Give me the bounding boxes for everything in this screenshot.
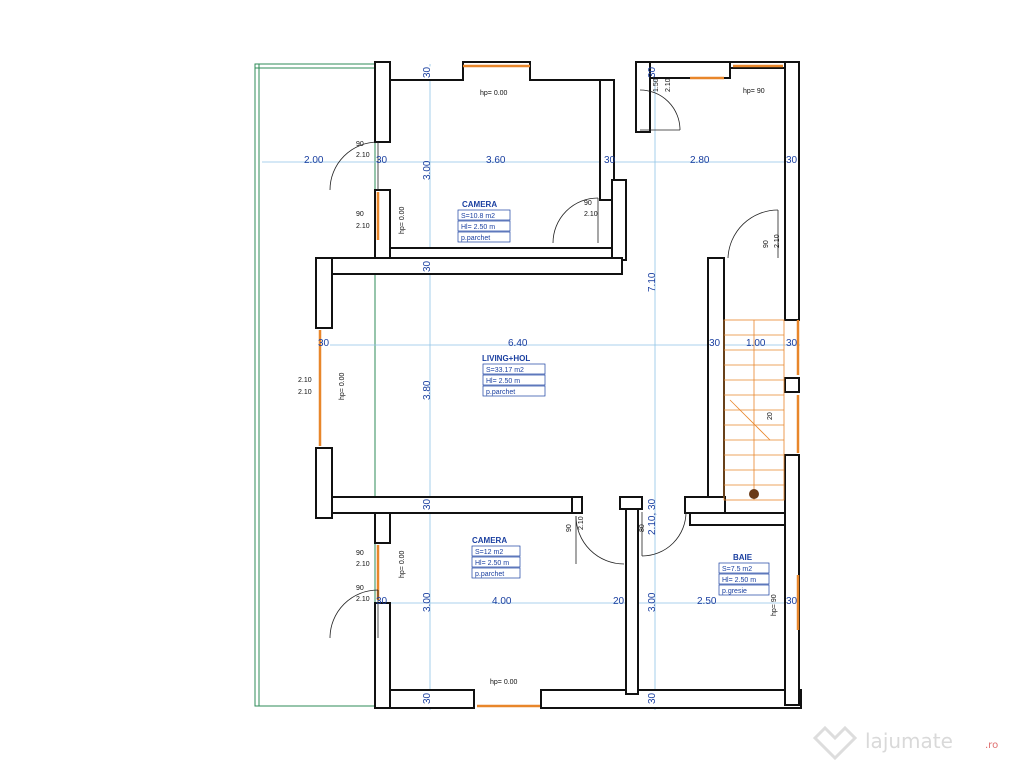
dim-label: 30 [422,66,433,78]
room-area: S=10.8 m2 [461,213,495,220]
room-height: Hl= 2.50 m [461,224,495,231]
dim-label: 6.40 [508,338,528,349]
dim-label: 20 [613,596,625,607]
dim-label: 4.00 [492,596,512,607]
windows [318,64,800,708]
stair-start-marker [749,489,759,499]
stair-width: 20 [767,412,774,420]
opening-height: 2.10 [356,152,370,159]
sill-height: hp= 0.00 [399,550,406,578]
opening-width: 90 [584,200,592,207]
opening-width: 90 [356,550,364,557]
opening-width: 90 [356,141,364,148]
opening-width: 80 [639,524,646,532]
opening-height: 2.10 [578,516,585,530]
dim-label: 3.80 [422,380,433,400]
opening-height: 2.10 [584,211,598,218]
sill-height: hp= 0.00 [339,372,346,400]
dimension-labels: 2.00 3.60 2.80 6.40 1.00 4.00 2.50 30 30… [304,66,798,704]
dim-label: 30 [786,155,798,166]
dim-label: 30 [422,260,433,272]
dim-label: 30 [647,66,658,78]
dim-label: 30 [647,692,658,704]
opening-width: 90 [356,585,364,592]
dim-label: 30 [786,338,798,349]
door-swings [329,89,779,639]
dim-label: 1.00 [746,338,766,349]
dim-label: 3.00 [422,160,433,180]
sill-height: hp= 0.00 [490,679,518,686]
dim-label: 30 [376,155,388,166]
room-area: S=12 m2 [475,549,503,556]
dim-label: 30 [422,692,433,704]
room-floor: p.parchet [475,571,504,578]
dim-label: 3.00 [422,592,433,612]
opening-height: 2.10 [298,389,312,396]
opening-height: 2.10 [356,596,370,603]
dim-label: 30 [786,596,798,607]
room-floor: p.gresie [722,588,747,595]
opening-height: 2.10 [298,377,312,384]
dim-label: 7.10 [647,272,658,292]
room-name: BAIE [733,553,753,562]
room-label-living: LIVING+HOL S=33.17 m2 Hl= 2.50 m p.parch… [482,354,546,397]
dim-label: 30 [604,155,616,166]
dim-label: 2.50 [697,596,717,607]
opening-height: 2.10 [774,234,781,248]
opening-height: 2.10 [356,561,370,568]
opening-width: 90 [763,240,770,248]
room-height: Hl= 2.50 m [475,560,509,567]
dim-label: 30 [422,498,433,510]
opening-height: 2.10 [665,78,672,92]
room-floor: p.parchet [461,235,490,242]
sill-height: hp= 0.00 [480,90,508,97]
room-floor: p.parchet [486,389,515,396]
dim-label: 2.10, 30 [647,498,658,535]
dim-label: 2.00 [304,155,324,166]
heart-icon [812,725,858,761]
room-label-bathroom: BAIE S=7.5 m2 Hl= 2.50 m p.gresie [718,553,770,596]
room-label-bedroom-2: CAMERA S=12 m2 Hl= 2.50 m p.parchet [471,536,521,579]
dim-label: 30 [709,338,721,349]
terrace-outline [254,63,376,707]
walls [315,61,802,709]
room-name: LIVING+HOL [482,354,530,363]
dim-label: 3.60 [486,155,506,166]
room-area: S=7.5 m2 [722,566,752,573]
room-name: CAMERA [462,200,497,209]
sill-height: hp= 90 [771,594,778,616]
watermark-brand: lajumate [865,729,953,753]
watermark-logo: lajumate .ro [812,725,998,761]
staircase [723,319,785,501]
opening-width: 90 [566,524,573,532]
room-name: CAMERA [472,536,507,545]
opening-width: 1.50 [653,78,660,92]
opening-width: 90 [356,211,364,218]
room-label-bedroom-1: CAMERA S=10.8 m2 Hl= 2.50 m p.parchet [457,200,511,243]
room-height: Hl= 2.50 m [722,577,756,584]
opening-annotations: hp= 0.00 hp= 90 hp= 0.00 hp= 0.00 hp= 0.… [298,78,781,686]
dim-label: 30 [376,596,388,607]
dim-label: 30 [318,338,330,349]
dim-label: 2.80 [690,155,710,166]
sill-height: hp= 90 [743,88,765,95]
opening-height: 2.10 [356,223,370,230]
room-area: S=33.17 m2 [486,367,524,374]
room-height: Hl= 2.50 m [486,378,520,385]
sill-height: hp= 0.00 [399,206,406,234]
watermark-tld: .ro [985,740,998,751]
dim-label: 3.00 [647,592,658,612]
